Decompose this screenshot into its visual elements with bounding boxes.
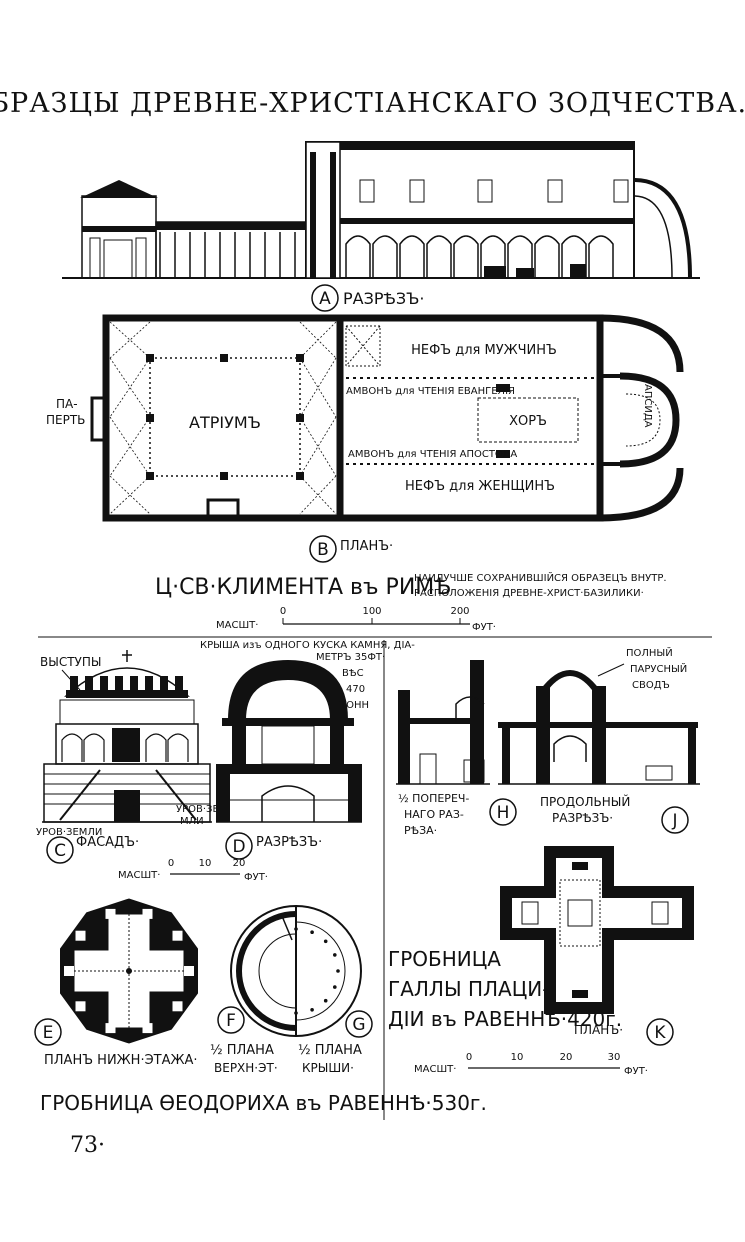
label-A-circle [311, 284, 339, 312]
galla-cross-half-label-3: РѢЗА· [404, 824, 437, 837]
ambo-apostle-label: АМВОНЪ для ЧТЕНІЯ АПОСТОЛА [348, 449, 517, 460]
label-C-letter: C [54, 841, 66, 861]
galla-scale-tick-30: 30 [608, 1052, 621, 1063]
galla-plan-label: ПЛАНЪ· [574, 1023, 623, 1037]
projections-label: ВЫСТУПЫ [40, 655, 101, 669]
theodoric-scale-tick-0: 0 [168, 858, 174, 869]
label-D-circle [225, 832, 253, 860]
galla-scale-label: МАСШТ· [414, 1064, 456, 1075]
galla-long-section-label-2: РАЗРѢЗЪ· [552, 811, 613, 825]
clement-scale-unit: ФУТ· [472, 622, 496, 633]
page-number: 73· [70, 1133, 105, 1158]
galla-long-section-label-1: ПРОДОЛЬНЫЙ [540, 794, 630, 809]
label-A-letter: A [319, 289, 331, 309]
label-J-letter: J [671, 811, 677, 831]
vault-note-2: ПАРУСНЫЙ [630, 662, 687, 675]
parvis-label-2: ПЕРТЬ [46, 413, 85, 427]
ground-level-right-label-1: УРОВ·ЗЕ- [176, 804, 223, 815]
galla-caption-2: ГАЛЛЫ ПЛАЦИ- [388, 977, 549, 1001]
clement-caption: Ц·СВ·КЛИМЕНТА въ РИМѢ [155, 575, 451, 600]
clement-scale-tick-0: 0 [280, 606, 286, 617]
roof-note-5: ТОНН [339, 700, 369, 711]
label-J-circle [661, 806, 689, 834]
theodoric-plan-roof-label-2: КРЫШИ· [302, 1061, 354, 1075]
ambo-gospel-label: АМВОНЪ для ЧТЕНІЯ ЕВАНГЕЛІЯ [346, 386, 515, 397]
theodoric-roof-plan-drawing [294, 904, 362, 1038]
vault-note-1: ПОЛНЫЙ [626, 646, 673, 659]
galla-long-section-drawing [498, 670, 700, 785]
label-B-letter: B [317, 540, 329, 560]
label-K-circle [646, 1018, 674, 1046]
clement-section-label: РАЗРѢЗЪ· [343, 289, 425, 308]
clement-scale-label: МАСШТ· [216, 620, 258, 631]
theodoric-section-drawing [216, 660, 362, 823]
label-E-circle [34, 1018, 62, 1046]
clement-plan-drawing [90, 314, 684, 522]
galla-plan-drawing [500, 846, 694, 1014]
galla-scale-tick-20: 20 [560, 1052, 573, 1063]
label-H-letter: H [497, 803, 510, 823]
theodoric-scale-tick-20: 20 [233, 858, 246, 869]
theodoric-scale-tick-10: 10 [199, 858, 212, 869]
label-H-circle [489, 798, 517, 826]
label-G-letter: G [352, 1015, 365, 1035]
galla-caption-3: ДІИ въ РАВЕННѢ·420г. [388, 1007, 622, 1031]
theodoric-scale-unit: ФУТ· [244, 872, 268, 883]
clement-section-drawing [62, 141, 700, 279]
theodoric-upper-plan-drawing [230, 904, 297, 1038]
theodoric-plan-upper-label-2: ВЕРХН·ЭТ· [214, 1061, 278, 1075]
clement-caption-note-2: РАСПОЛОЖЕНІЯ ДРЕВНЕ-ХРИСТ·БАЗИЛИКИ· [414, 588, 644, 599]
galla-scale-unit: ФУТ· [624, 1066, 648, 1077]
label-G-circle [345, 1010, 373, 1038]
theodoric-section-label: РАЗРѢЗЪ· [256, 835, 322, 850]
label-D-letter: D [232, 837, 245, 857]
clement-scale-tick-100: 100 [362, 606, 381, 617]
galla-scale-tick-10: 10 [511, 1052, 524, 1063]
roof-note-1: КРЫША изъ ОДНОГО КУСКА КАМНЯ, ДІА- [200, 640, 415, 651]
roof-note-2: МЕТРЪ 35ФТ· [316, 652, 385, 663]
nave-women-label: НЕФЪ для ЖЕНЩИНЪ [405, 479, 555, 494]
galla-scale-tick-0: 0 [466, 1052, 472, 1063]
label-B-circle [309, 535, 337, 563]
theodoric-plan-lower-label: ПЛАНЪ НИЖН·ЭТАЖА· [44, 1053, 198, 1068]
galla-caption-1: ГРОБНИЦА [388, 947, 501, 971]
theodoric-plan-upper-label-1: ½ ПЛАНА [210, 1043, 274, 1058]
label-E-letter: E [43, 1023, 54, 1043]
galla-cross-section-drawing [396, 660, 490, 785]
clement-caption-note-1: НАИЛУЧШЕ СОХРАНИВШІЙСЯ ОБРАЗЕЦЪ ВНУТР. [414, 571, 667, 584]
clement-plan-label: ПЛАНЪ· [340, 539, 393, 554]
label-C-circle [46, 836, 74, 864]
clement-scale-tick-200: 200 [450, 606, 469, 617]
page-title: ОБРАЗЦЫ ДРЕВНЕ-ХРИСТІАНСКАГО ЗОДЧЕСТВА. … [0, 88, 745, 119]
label-F-letter: F [226, 1011, 236, 1031]
ground-level-label: УРОВ·ЗЕМЛИ [36, 827, 102, 838]
roof-note-4: 470 [346, 684, 365, 695]
galla-cross-half-label-2: НАГО РАЗ- [404, 808, 464, 821]
theodoric-scale-label: МАСШТ· [118, 870, 160, 881]
theodoric-plan-roof-label-1: ½ ПЛАНА [298, 1043, 362, 1058]
nave-men-label: НЕФЪ для МУЖЧИНЪ [411, 343, 557, 358]
theodoric-facade-label: ФАСАДЪ· [76, 835, 139, 850]
ground-level-right-label-2: МЛИ [180, 816, 204, 827]
label-K-letter: K [654, 1023, 666, 1043]
apse-label: АПСИДА [642, 384, 653, 428]
parvis-label-1: ПА- [56, 397, 78, 411]
vault-note-3: СВОДЪ [632, 680, 670, 691]
choir-label: ХОРЪ [509, 414, 547, 429]
atrium-label: АТРІУМЪ [189, 413, 261, 432]
roof-note-3: ВѢС [342, 668, 364, 679]
theodoric-caption: ГРОБНИЦА ѲЕОДОРИХА въ РАВЕННѢ·530г. [40, 1091, 487, 1115]
theodoric-lower-plan-drawing [60, 898, 198, 1044]
galla-cross-half-label-1: ½ ПОПЕРЕЧ- [398, 792, 469, 805]
label-F-circle [217, 1006, 245, 1034]
